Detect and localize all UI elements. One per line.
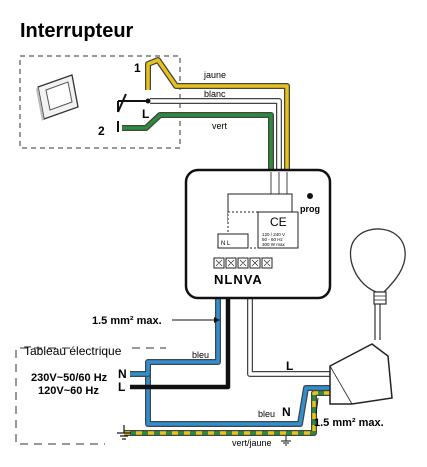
switch-terminal-2: 2 [98,124,105,138]
live-wire-panel [130,295,231,390]
dimmer-module [184,168,332,300]
panel-voltage-2: 120V~60 Hz [38,385,99,397]
wire-label-bleu: bleu [192,350,209,360]
cable-size-arrow-right [315,397,319,415]
neutral-wire-lamp [145,372,330,427]
switch-terminal-dot [145,98,151,104]
panel-ground-symbol-icon [117,425,131,440]
wire-label-jaune: jaune [203,70,226,80]
switch-terminal-1: 1 [134,61,141,75]
panel-neutral-label: N [118,367,127,381]
panel-live-label: L [118,380,125,394]
diagram-title: Interrupteur [20,20,134,42]
wire-label-blanc: blanc [204,89,226,99]
module-spec-2: 50 - 60 Hz [262,237,284,242]
terminal-block [213,257,273,269]
switch-wires [122,57,290,172]
cable-size-label-right: 1.5 mm² max. [314,417,384,429]
neutral-wire-module [130,295,221,377]
live-wire-lamp [247,295,330,377]
wire-label-vert-jaune: vert/jaune [232,438,272,448]
module-ce-mark: CE [270,215,287,229]
wire-label-bleu-n: bleu [258,409,275,419]
panel-voltage-1: 230V~50/60 Hz [31,372,108,384]
wire-label-vert: vert [212,121,228,131]
wire-label-n: N [282,405,291,419]
module-brand: NLNVA [214,272,263,287]
ground-symbol-icon [281,436,291,446]
module-prog-label: prog [300,204,320,214]
cable-size-label-top: 1.5 mm² max. [92,315,162,327]
switch-contact-symbol [117,93,150,132]
light-bulb-icon [349,228,406,340]
module-terminal-labels: N L [221,241,231,247]
module-spec-3: 300 W max [262,242,286,247]
wall-switch-icon [36,74,79,121]
panel-title: Tableau électrique [24,344,122,358]
arrow-head-icon [214,317,220,323]
ground-wire [124,390,330,436]
panel-box [15,347,166,445]
lamp-live-label: L [286,359,293,373]
switch-terminal-L: L [142,107,149,121]
prog-button [307,193,313,199]
module-spec-1: 120 / 240 V [262,232,285,237]
lamp-connector [329,343,393,405]
